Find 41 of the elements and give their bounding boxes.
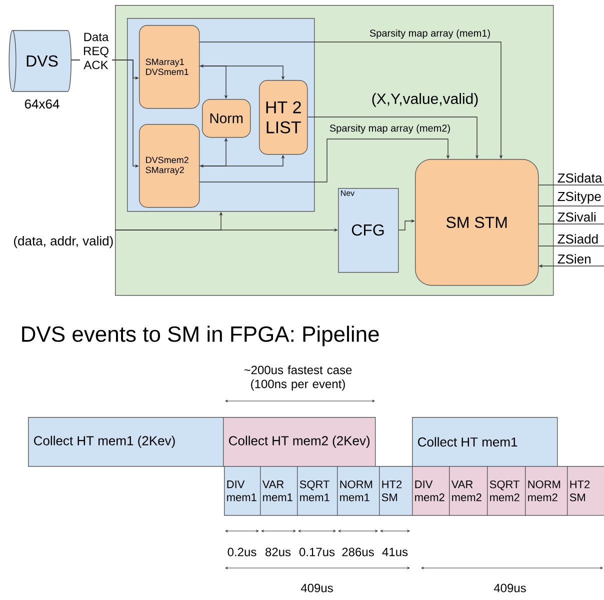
heading: DVS events to SM in FPGA: Pipeline (22, 326, 379, 346)
config-box: Nev CFG (338, 188, 399, 273)
duration-label: 82us (266, 548, 291, 556)
process-box: HT 2 LIST (259, 80, 308, 155)
stage-cell: NORM mem2 (525, 466, 568, 516)
stage-cell: SQRT mem1 (297, 466, 338, 516)
arrow (199, 138, 450, 182)
duration-label: 0.17us (299, 548, 335, 556)
edge-label: ZSiadd (556, 233, 600, 245)
edge-label: ZSitype (556, 190, 602, 205)
process-box: Norm (202, 99, 251, 138)
stage-cell: SQRT mem2 (487, 466, 526, 516)
stage-cell: HT2 SM (567, 466, 604, 516)
duration-label: 409us (300, 584, 333, 592)
edge-label: Sparsity map array (mem1) (368, 28, 492, 40)
pipeline-bar: Collect HT mem1 (2Kev) (28, 417, 224, 467)
stage-cell: VAR mem2 (449, 466, 488, 516)
memory-box: DVSmem2 SMarray2 (139, 124, 200, 208)
stage-cell: NORM mem1 (337, 466, 380, 516)
edge-label: ZSidata (556, 172, 604, 184)
size-label: 64x64 (24, 99, 60, 109)
pipeline-bar: Collect HT mem1 (412, 417, 558, 467)
stage-cell: HT2 SM (379, 466, 413, 516)
stage-cell: VAR mem1 (260, 466, 298, 516)
edge-label: (X,Y,value,valid) (370, 92, 480, 108)
edge-label: ZSivali (556, 211, 598, 223)
edge-label: Sparsity map array (mem2) (328, 123, 452, 135)
state-machine-box: SM STM (415, 159, 539, 286)
memory-box: SMarray1 DVSmem1 (139, 25, 200, 109)
duration-label: 0.2us (228, 548, 256, 556)
duration-label: 286us (342, 548, 374, 556)
stage-cell: DIV mem1 (224, 466, 261, 516)
pipeline-bar: Collect HT mem2 (2Kev) (223, 417, 376, 467)
signal-label: (data, addr, valid) (14, 236, 113, 248)
edge-label: Data REQ ACK (80, 32, 112, 70)
note: ~200us fastest case (100ns per event) (244, 365, 352, 391)
edge-label: ZSien (556, 253, 592, 265)
duration-label: 409us (494, 584, 526, 592)
storage-cylinder: DVS (8, 30, 72, 92)
duration-label: 41us (382, 548, 408, 556)
stage-cell: DIV mem2 (412, 466, 450, 516)
